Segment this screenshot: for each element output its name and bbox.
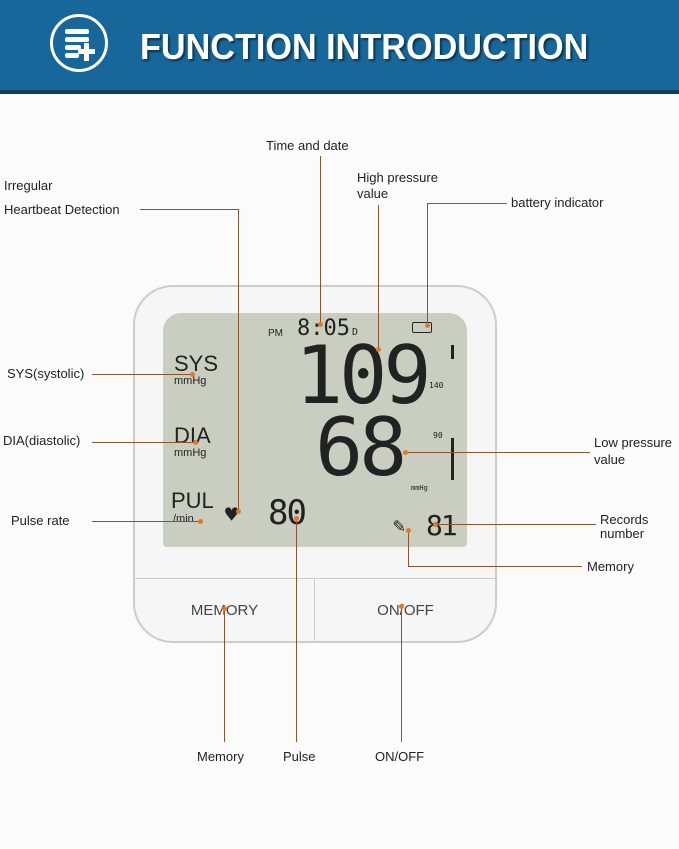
sys-label: SYS <box>174 351 219 376</box>
battery-icon <box>412 322 432 333</box>
label-dia: DIA(diastolic) <box>3 433 81 448</box>
page-title: FUNCTION INTRODUCTION <box>140 26 589 67</box>
label-high-2: value <box>357 186 389 201</box>
pul-unit: /min <box>173 513 194 525</box>
dot-dia <box>193 440 198 445</box>
dia-value: 68 <box>315 401 407 494</box>
lcd-screen: PM 8:05 D SYS mmHg DIA mmHg PUL /min ♥ 1… <box>163 313 467 547</box>
leader-low <box>405 452 590 453</box>
leader-onoff <box>401 606 402 742</box>
dia-unit: mmHg <box>174 447 207 459</box>
dia-label: DIA <box>174 423 211 448</box>
scale-bar-bottom <box>451 438 454 480</box>
dot-pul <box>198 519 203 524</box>
dot-time <box>318 322 323 327</box>
leader-high <box>378 205 379 350</box>
label-records-1: Records <box>600 512 649 527</box>
label-low-2: value <box>594 452 626 467</box>
sys-value: 109 <box>295 329 431 422</box>
dot-pulse <box>294 516 299 521</box>
leader-memory-h <box>408 566 582 567</box>
heart-icon: ♥ <box>225 503 239 528</box>
dot-memory <box>406 528 411 533</box>
leader-memory-v <box>408 530 409 566</box>
dot-low <box>403 450 408 455</box>
pul-label: PUL <box>171 488 214 513</box>
label-records-2: number <box>600 526 645 541</box>
label-memory-button: Memory <box>197 749 244 764</box>
onoff-button[interactable]: ON/OFF <box>316 578 495 642</box>
scale-140: 140 <box>429 381 444 390</box>
label-sys: SYS(systolic) <box>7 366 85 381</box>
leader-memory-button <box>224 608 225 742</box>
label-battery: battery indicator <box>511 195 604 210</box>
mmhg-label: mmHg <box>411 484 428 492</box>
label-time-date: Time and date <box>266 138 349 153</box>
dot-high <box>376 347 381 352</box>
record-number: 81 <box>426 509 458 542</box>
leader-pulse <box>296 518 297 742</box>
leader-dia <box>92 442 195 443</box>
label-high-1: High pressure <box>357 170 438 185</box>
day-indicator: D <box>352 327 359 338</box>
scale-90: 90 <box>433 431 443 440</box>
header-banner: FUNCTION INTRODUCTION <box>0 0 679 94</box>
scale-bar-top <box>451 345 454 359</box>
dot-memory-button <box>222 606 227 611</box>
pulse-value: 80 <box>268 493 307 533</box>
label-pulse-rate: Pulse rate <box>11 513 70 528</box>
dot-heart <box>236 509 241 514</box>
dot-records <box>433 522 438 527</box>
label-irregular-1: Irregular <box>4 178 53 193</box>
leader-irregular-h <box>140 209 238 210</box>
dot-battery <box>425 323 430 328</box>
dot-onoff <box>399 604 404 609</box>
dot-sys <box>190 372 195 377</box>
label-pulse: Pulse <box>283 749 316 764</box>
time-display: 8:05 <box>297 316 350 341</box>
label-memory-icon: Memory <box>587 559 634 574</box>
memory-icon: ✎ <box>393 513 406 537</box>
leader-records <box>435 524 596 525</box>
leader-time <box>320 156 321 324</box>
label-onoff: ON/OFF <box>375 749 425 764</box>
leader-battery-v <box>427 203 428 325</box>
leader-battery-h <box>427 203 507 204</box>
label-low-1: Low pressure <box>594 435 673 450</box>
records-plus-icon <box>50 14 108 72</box>
pm-indicator: PM <box>268 328 283 339</box>
label-irregular-2: Heartbeat Detection <box>4 202 120 217</box>
leader-irregular-v <box>238 209 239 511</box>
sys-unit: mmHg <box>174 375 207 387</box>
leader-pulse-rate <box>92 521 200 522</box>
leader-sys <box>92 374 192 375</box>
